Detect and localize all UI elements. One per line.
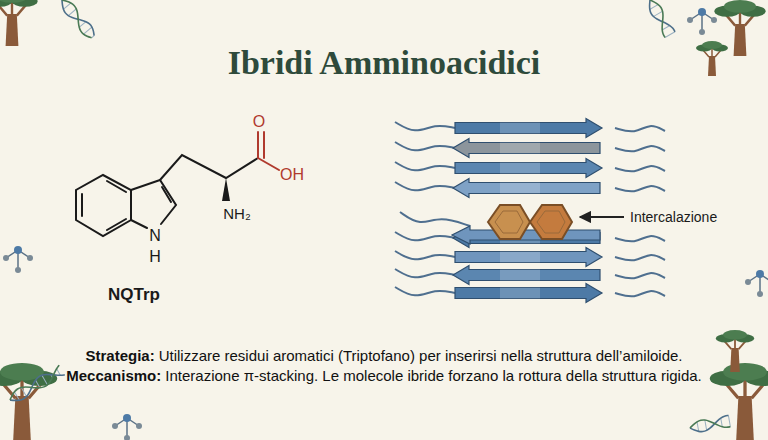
atom-label: NH₂ xyxy=(223,205,251,222)
leader-arrow xyxy=(580,216,624,218)
paragraph: Meccanismo:Interazione π-stacking. Le mo… xyxy=(54,366,714,386)
term-label: Meccanismo: xyxy=(66,367,161,384)
atom-label: H xyxy=(149,248,161,266)
description: Strategia:Utilizzare residui aromatici (… xyxy=(54,346,714,386)
paragraph: Strategia:Utilizzare residui aromatici (… xyxy=(54,346,714,366)
description-text: Interazione π-stacking. Le molecole ibri… xyxy=(165,367,701,384)
molecule-name: NQTrp xyxy=(108,285,160,305)
term-label: Strategia: xyxy=(86,347,155,364)
atom-label: N xyxy=(149,227,161,245)
tryptophan-structure xyxy=(76,132,279,236)
title: Ibridi Amminoacidici xyxy=(0,44,768,82)
description-text: Utilizzare residui aromatici (Triptofano… xyxy=(159,347,683,364)
atom-label: O xyxy=(253,113,265,131)
callout-label: Intercalazione xyxy=(630,209,717,225)
intercalated-aromatic xyxy=(488,205,572,239)
atom-label: OH xyxy=(280,166,304,184)
amyloid-beta-sheet xyxy=(395,119,665,303)
